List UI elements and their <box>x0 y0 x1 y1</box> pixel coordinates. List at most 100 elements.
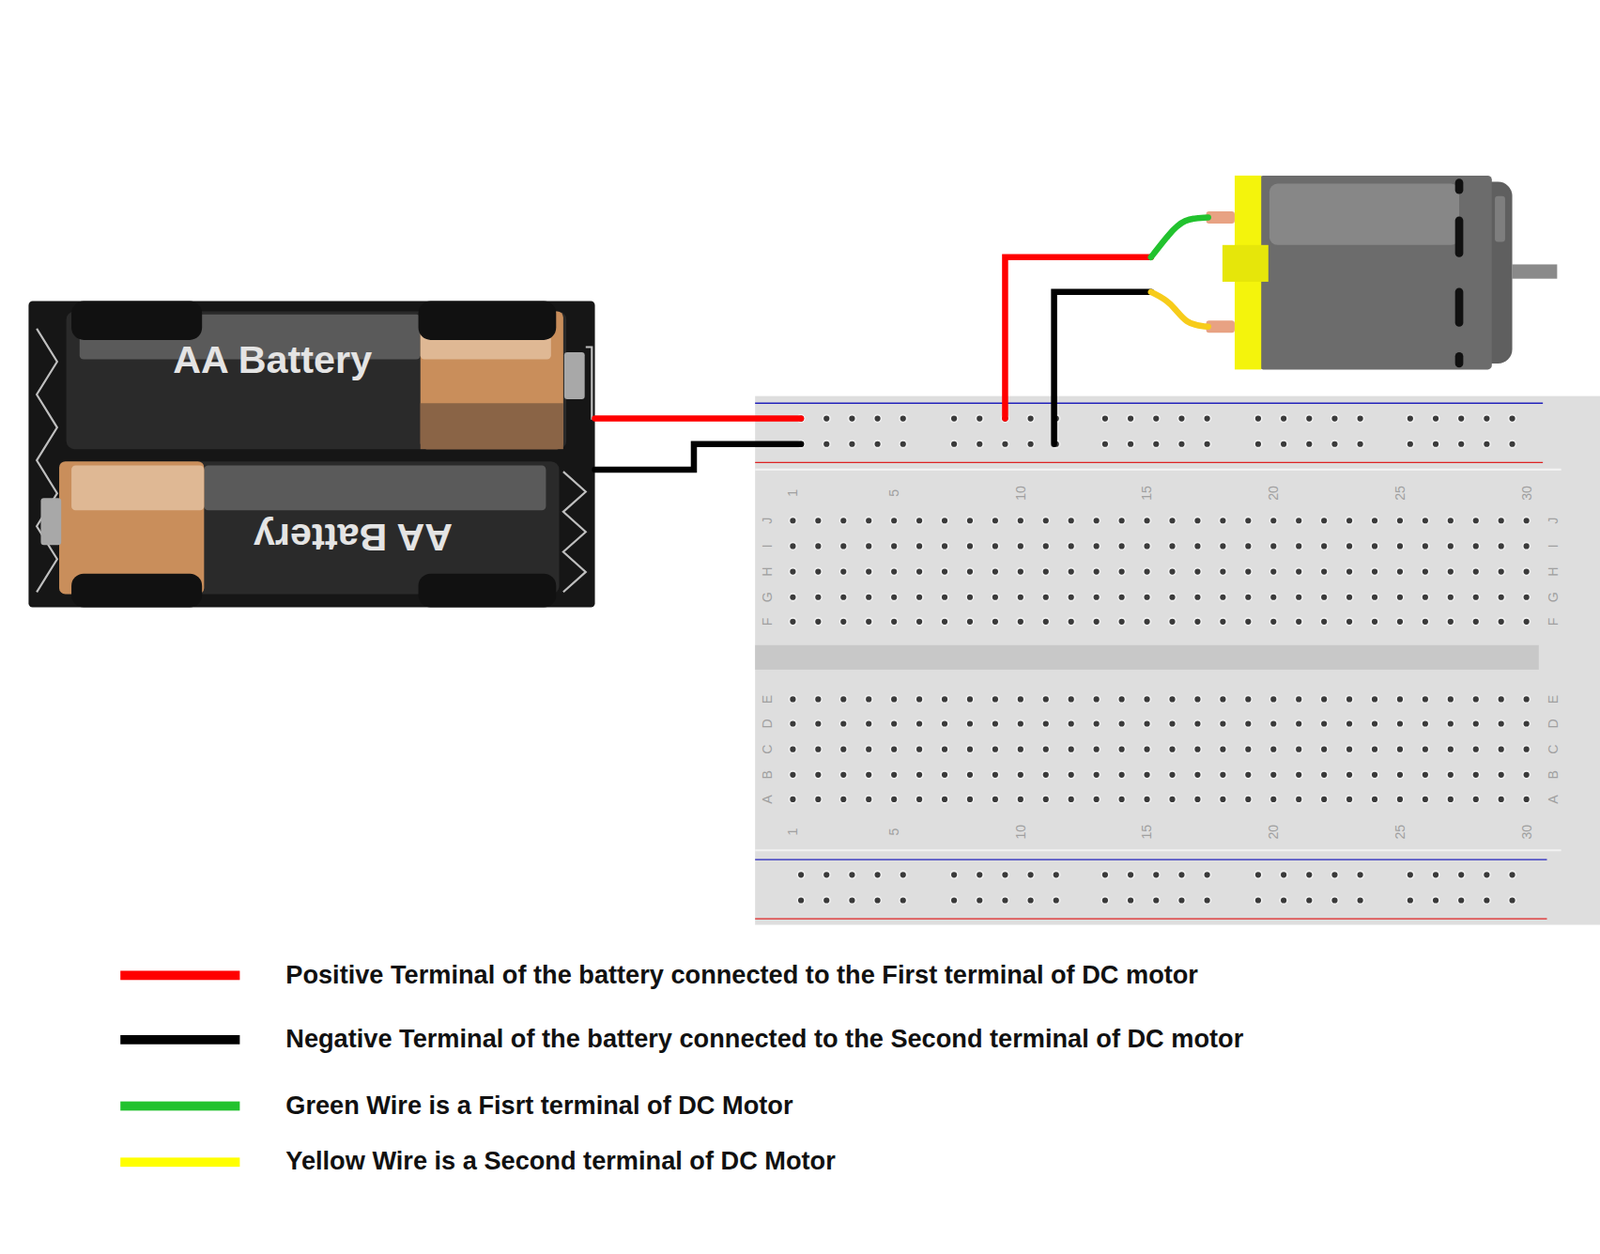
breadboard <box>754 396 1600 925</box>
breadboard-hole <box>788 541 797 550</box>
motor-wire-red <box>1004 257 1151 419</box>
breadboard-label: A <box>760 794 774 803</box>
rail-line-red <box>754 917 1547 919</box>
breadboard-label: B <box>1546 769 1560 779</box>
breadboard-label: 20 <box>1266 485 1280 501</box>
breadboard-hole <box>1143 568 1152 576</box>
breadboard-hole <box>788 617 797 626</box>
breadboard-hole <box>814 541 822 550</box>
breadboard-marker: 25 <box>1393 485 1407 501</box>
breadboard-marker: 1 <box>785 489 800 497</box>
breadboard-hole <box>1203 415 1212 423</box>
breadboard-hole <box>1118 516 1126 524</box>
breadboard-hole <box>1016 695 1025 704</box>
breadboard-hole <box>1052 896 1061 905</box>
breadboard-hole <box>1169 568 1177 576</box>
breadboard-hole <box>1016 541 1025 550</box>
legend-text: Green Wire is a Fisrt terminal of DC Mot… <box>285 1092 793 1118</box>
breadboard-marker: D <box>1546 718 1560 728</box>
breadboard-hole <box>1421 541 1430 550</box>
breadboard-hole <box>1218 617 1227 626</box>
breadboard-hole <box>940 720 949 728</box>
breadboard-hole <box>1523 568 1531 576</box>
breadboard-hole <box>1143 516 1152 524</box>
breadboard-hole <box>1194 541 1202 550</box>
breadboard-hole <box>1457 870 1465 878</box>
breadboard-marker: H <box>1546 566 1560 576</box>
breadboard-hole <box>814 745 822 754</box>
breadboard-hole <box>915 720 924 728</box>
breadboard-marker: 20 <box>1266 824 1280 840</box>
breadboard-label: 15 <box>1139 824 1154 840</box>
breadboard-hole <box>1497 745 1506 754</box>
breadboard-hole <box>1118 745 1126 754</box>
breadboard-hole <box>814 568 822 576</box>
breadboard-hole <box>1016 720 1025 728</box>
breadboard-hole <box>1446 770 1455 779</box>
breadboard-hole <box>1027 415 1035 423</box>
breadboard-hole <box>1345 568 1354 576</box>
breadboard-hole <box>1118 617 1126 626</box>
breadboard-hole <box>864 593 873 601</box>
rail-line-blue <box>754 402 1543 404</box>
breadboard-hole <box>1294 720 1303 728</box>
breadboard-hole <box>788 745 797 754</box>
breadboard-hole <box>1269 720 1277 728</box>
breadboard-hole <box>1194 617 1202 626</box>
spring <box>563 471 586 592</box>
breadboard-hole <box>1092 593 1101 601</box>
breadboard-hole <box>1523 745 1531 754</box>
breadboard-hole <box>966 720 974 728</box>
breadboard-hole <box>915 516 924 524</box>
breadboard-hole <box>1345 795 1354 803</box>
breadboard-hole <box>1194 568 1202 576</box>
legend-text: Negative Terminal of the battery connect… <box>285 1025 1244 1051</box>
breadboard-marker: F <box>760 617 774 627</box>
breadboard-hole <box>1523 516 1531 524</box>
breadboard-label: 20 <box>1266 824 1280 840</box>
legend-swatch <box>120 1100 240 1110</box>
breadboard-hole <box>991 770 1000 779</box>
motor-bushing <box>1222 245 1269 282</box>
breadboard-hole <box>1169 593 1177 601</box>
breadboard-marker: H <box>760 566 774 576</box>
breadboard-hole <box>822 415 831 423</box>
breadboard-hole <box>1279 440 1288 448</box>
breadboard-marker: 15 <box>1139 824 1154 840</box>
breadboard-hole <box>1345 745 1354 754</box>
breadboard-hole <box>1092 617 1101 626</box>
breadboard-hole <box>1508 896 1517 905</box>
breadboard-label: D <box>760 718 774 728</box>
breadboard-hole <box>915 695 924 704</box>
breadboard-hole <box>1457 415 1465 423</box>
breadboard-hole <box>950 415 958 423</box>
breadboard-hole <box>1218 770 1227 779</box>
breadboard-hole <box>1345 617 1354 626</box>
battery-text: AA Battery <box>253 514 453 559</box>
breadboard-hole <box>991 617 1000 626</box>
breadboard-hole <box>1203 896 1212 905</box>
breadboard-hole <box>1169 541 1177 550</box>
breadboard-hole <box>1169 795 1177 803</box>
breadboard-hole <box>966 770 974 779</box>
breadboard-hole <box>1406 870 1415 878</box>
breadboard-hole <box>1118 795 1126 803</box>
breadboard-hole <box>797 870 805 878</box>
breadboard-hole <box>1421 568 1430 576</box>
breadboard-hole <box>1118 695 1126 704</box>
breadboard-marker: 10 <box>1014 824 1028 840</box>
breadboard-hole <box>1067 795 1076 803</box>
breadboard-hole <box>839 795 847 803</box>
breadboard-hole <box>915 770 924 779</box>
breadboard-hole <box>1305 440 1313 448</box>
breadboard-hole <box>991 695 1000 704</box>
breadboard-marker: C <box>1546 744 1560 754</box>
breadboard-hole <box>1092 568 1101 576</box>
breadboard-hole <box>915 541 924 550</box>
breadboard-label: 10 <box>1014 824 1028 840</box>
breadboard-hole <box>864 745 873 754</box>
breadboard-hole <box>899 896 908 905</box>
motor-slot <box>1455 352 1464 368</box>
breadboard-hole <box>1472 568 1480 576</box>
legend-swatch <box>120 1156 240 1167</box>
